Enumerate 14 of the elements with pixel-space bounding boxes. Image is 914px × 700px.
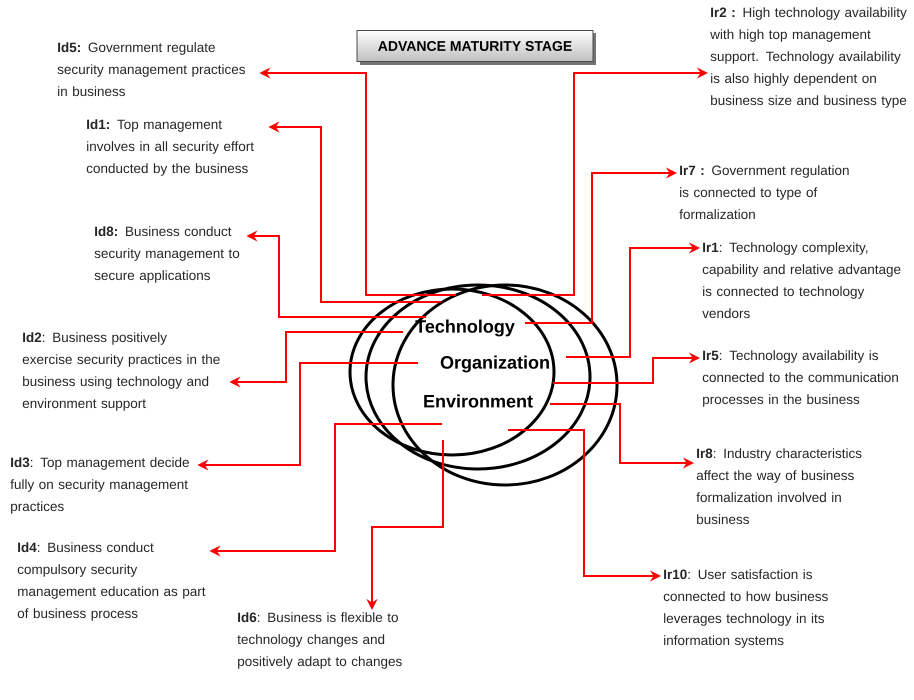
description-text: Ir1: Technology complexity, capability and relative advantage is connected to technology vendors [702, 242, 900, 318]
description-text: Id5: Government regulate security management practices in business [58, 42, 245, 96]
description-text: Ir5: Technology availability is connected to the communication processes in the business [702, 350, 898, 407]
description-text: Id4: Business conduct compulsory security management education as part of business process [18, 542, 206, 621]
description-text: Ir7 : Government regulation is connected to type of formalization [679, 165, 849, 220]
description-text: Ir10: User satisfaction is connected to how business leverages technology in its information systems [664, 569, 828, 648]
description-text: Ir8: Industry characteristics affect the way of business formalization involved in business [696, 448, 862, 524]
description-text: Id1: Top management involves in all security effort conducted by the business [86, 119, 254, 176]
title-box: ADVANCE MATURITY STAGE [356, 30, 596, 65]
description-text: Id3: Top management decide fully on security management practices [10, 457, 189, 514]
description-text: Id6: Business is flexible to technology changes and positively adapt to changes [237, 612, 402, 669]
description-text: Ir2 : High technology availability with high top management support. Technology availability is also highly dependent on business size and business type [710, 7, 907, 108]
description-text: Id2: Business positively exercise security practices in the business using technology and environment support [22, 332, 220, 411]
description-text: Id8: Business conduct security management to secure applications [94, 226, 240, 283]
